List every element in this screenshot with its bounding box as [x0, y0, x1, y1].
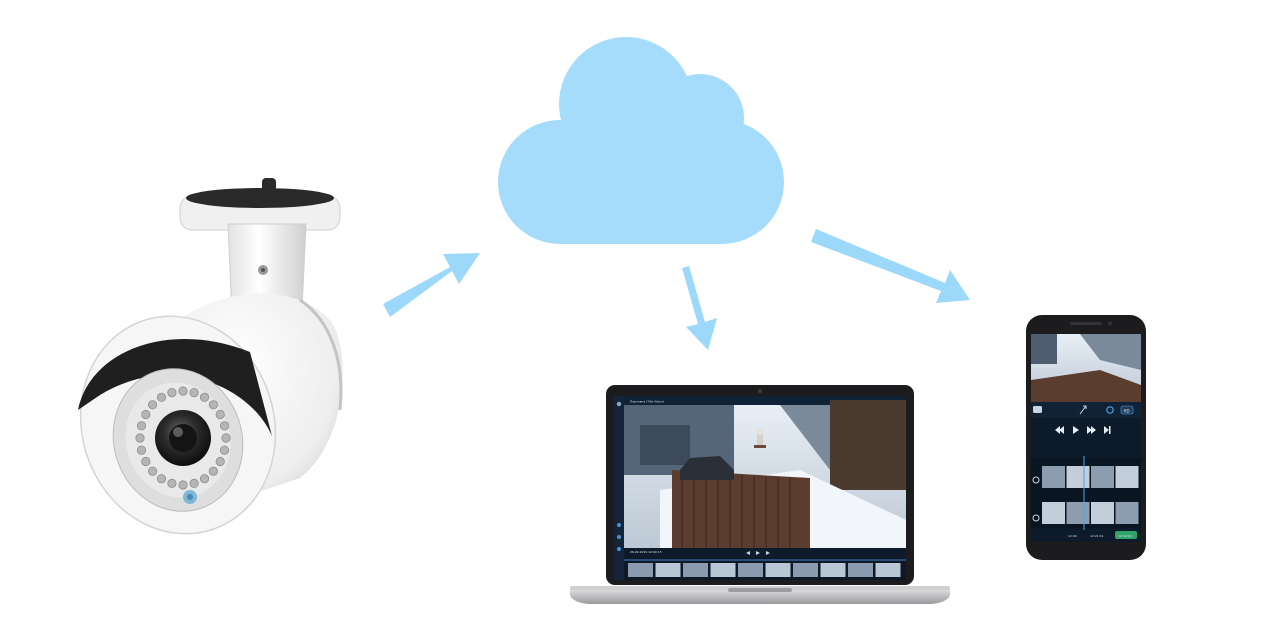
ir-led — [156, 474, 167, 484]
phone-time-right-badge — [1115, 531, 1137, 539]
laptop-timestamp: 26.02.2019 12:00:15 — [630, 550, 662, 554]
laptop-playback-controls — [746, 551, 770, 555]
quality-badge-label: HD — [1124, 409, 1130, 414]
timeline-thumbnail[interactable] — [820, 563, 846, 577]
camera-snapshot-icon[interactable] — [1033, 406, 1042, 413]
ir-led — [199, 474, 210, 484]
timeline-thumbnail[interactable] — [1091, 502, 1114, 524]
ir-led — [219, 445, 230, 455]
timeline-thumbnail[interactable] — [848, 563, 873, 577]
fullscreen-icon[interactable] — [1079, 405, 1087, 415]
timer-icon[interactable] — [1106, 406, 1114, 414]
arrow-cloud-to-laptop — [676, 266, 717, 350]
timeline-thumbnail[interactable] — [655, 563, 681, 577]
arrow-cloud-to-phone — [811, 229, 970, 303]
arrow-camera-to-cloud — [383, 253, 480, 317]
ir-led — [199, 392, 210, 402]
ir-led — [221, 433, 231, 443]
timeline-thumbnail[interactable] — [1066, 502, 1090, 524]
zoom-in-icon[interactable] — [1032, 476, 1040, 484]
laptop-camera-title: Парковка (Tilly Vision) — [630, 400, 664, 404]
ir-led — [189, 478, 199, 488]
timeline-thumbnail[interactable] — [1115, 466, 1139, 488]
ir-led — [141, 456, 151, 467]
ir-led — [141, 409, 151, 420]
smartphone-icon: Улица (Tilly Vision) HD 12:00 12:21:01 1… — [1026, 315, 1146, 560]
ir-led — [167, 478, 177, 488]
laptop-timeline-thumbnails — [628, 563, 901, 577]
timeline-thumbnail[interactable] — [1066, 466, 1090, 488]
phone-playback-controls[interactable] — [1055, 426, 1111, 434]
ir-led — [189, 387, 199, 398]
ir-led — [215, 456, 225, 467]
ir-led — [167, 387, 177, 398]
zoom-out-icon[interactable] — [1032, 514, 1040, 522]
phone-time-right: 12:30:00 — [1118, 534, 1132, 538]
ir-led — [136, 445, 147, 455]
laptop-video-frame — [624, 400, 906, 548]
timeline-thumbnail[interactable] — [710, 563, 736, 577]
phone-time-mid: 12:21:01 — [1090, 534, 1104, 538]
ir-led — [215, 409, 225, 420]
timeline-thumbnail[interactable] — [628, 563, 653, 577]
laptop-icon: Парковка (Tilly Vision) — [570, 385, 950, 604]
ir-led — [219, 421, 230, 431]
timeline-thumbnail[interactable] — [793, 563, 818, 577]
security-camera-icon — [78, 178, 343, 535]
ir-led — [135, 433, 145, 443]
phone-time-left: 12:00 — [1068, 534, 1077, 538]
ir-led — [208, 400, 218, 410]
ir-led — [178, 386, 188, 396]
timeline-thumbnail[interactable] — [738, 563, 763, 577]
timeline-thumbnail[interactable] — [1042, 466, 1065, 488]
ir-led — [148, 466, 158, 476]
timeline-thumbnail[interactable] — [1091, 466, 1114, 488]
cloud-icon — [498, 37, 784, 244]
ir-led — [136, 421, 147, 431]
quality-badge[interactable] — [1120, 405, 1134, 415]
phone-camera-title: Улица (Tilly Vision) — [1034, 365, 1063, 369]
phone-video-frame — [1031, 334, 1141, 402]
ir-led — [178, 480, 188, 490]
timeline-thumbnail[interactable] — [1042, 502, 1065, 524]
ir-led — [156, 392, 167, 402]
ir-led — [208, 466, 218, 476]
timeline-thumbnail[interactable] — [875, 563, 901, 577]
ir-led — [148, 400, 158, 410]
timeline-thumbnail[interactable] — [683, 563, 708, 577]
timeline-thumbnail[interactable] — [1115, 502, 1139, 524]
timeline-thumbnail[interactable] — [765, 563, 791, 577]
